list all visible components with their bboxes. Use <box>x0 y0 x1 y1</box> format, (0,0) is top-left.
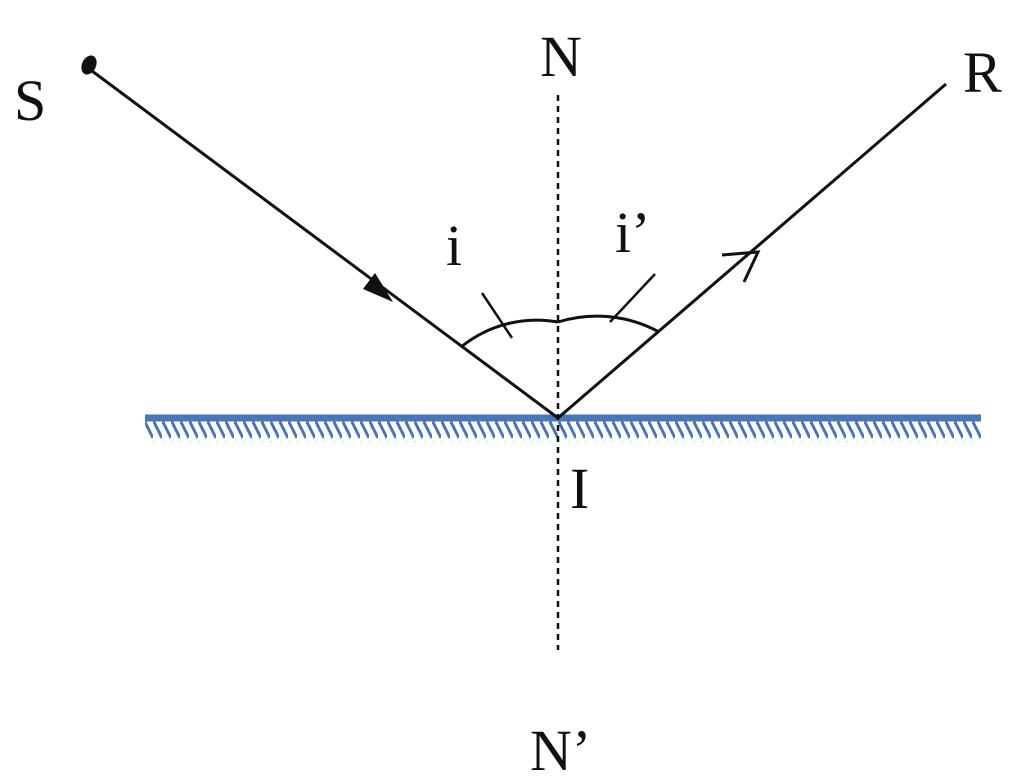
label-normal-bottom: N’ <box>530 718 591 783</box>
label-reflected: R <box>963 40 1002 105</box>
angle-tick-incidence <box>480 292 514 339</box>
angle-arc-reflection <box>557 314 660 334</box>
mirror <box>145 414 981 442</box>
angle-tick-reflection <box>609 273 656 323</box>
reflected-arrowhead <box>721 250 761 283</box>
source-point <box>81 55 97 75</box>
label-angle-incidence: i <box>446 213 462 278</box>
incident-arrowhead <box>363 273 393 302</box>
label-incidence-point: I <box>570 456 589 521</box>
label-angle-reflection: i’ <box>615 200 650 265</box>
angle-arc-incidence <box>460 318 559 349</box>
mirror-hatching <box>145 418 981 442</box>
label-source: S <box>14 68 46 133</box>
incident-ray <box>87 66 559 420</box>
label-normal-top: N <box>540 24 582 89</box>
